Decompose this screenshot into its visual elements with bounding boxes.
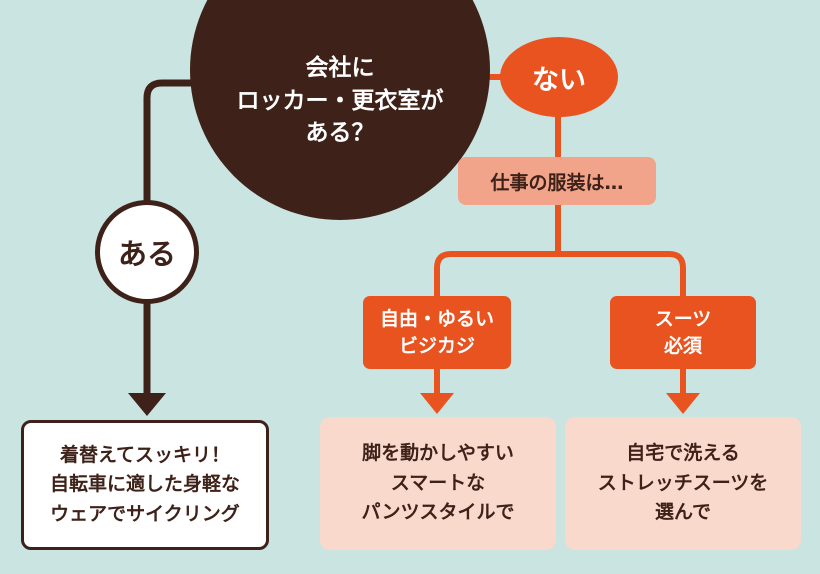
result-yes-line-2: 自転車に適した身軽な [49,473,240,496]
no-badge: ない [500,37,618,117]
question-line-1: 会社に [305,55,375,81]
result-yes-line-1: 着替えてスッキリ！ [59,443,231,466]
question-line-3: ある？ [305,120,375,147]
option-suit: スーツ 必須 [610,296,756,369]
result-casual-line-2: スマートな [390,471,486,494]
result-yes-line-3: ウェアでサイクリング [50,502,240,525]
option-suit-line-1: スーツ [654,307,712,330]
result-casual-line-3: パンツスタイルで [361,501,515,524]
yes-badge: ある [95,200,199,304]
question-line-2: ロッカー・更衣室が [236,87,444,114]
option-casual: 自由・ゆるい ビジカジ [363,296,511,369]
result-suit-line-3: 選んで [654,501,712,524]
option-suit-line-2: 必須 [663,334,702,357]
arrow-yes [128,393,166,416]
result-yes: 着替えてスッキリ！ 自転車に適した身軽な ウェアでサイクリング [21,420,269,550]
arrow-suit [666,393,700,414]
arrow-casual [420,393,454,414]
sub-question: 仕事の服装は… [458,157,656,205]
connector-yes [143,79,205,395]
result-suit-line-1: 自宅で洗える [626,442,740,465]
option-casual-line-1: 自由・ゆるい [379,307,494,330]
result-suit: 自宅で洗える ストレッチスーツを 選んで [565,417,801,550]
connector-split [434,204,686,296]
result-casual: 脚を動かしやすい スマートな パンツスタイルで [320,417,556,550]
option-casual-line-2: ビジカジ [398,334,475,357]
result-casual-line-1: 脚を動かしやすい [362,442,514,465]
result-suit-line-2: ストレッチスーツを [597,471,769,494]
